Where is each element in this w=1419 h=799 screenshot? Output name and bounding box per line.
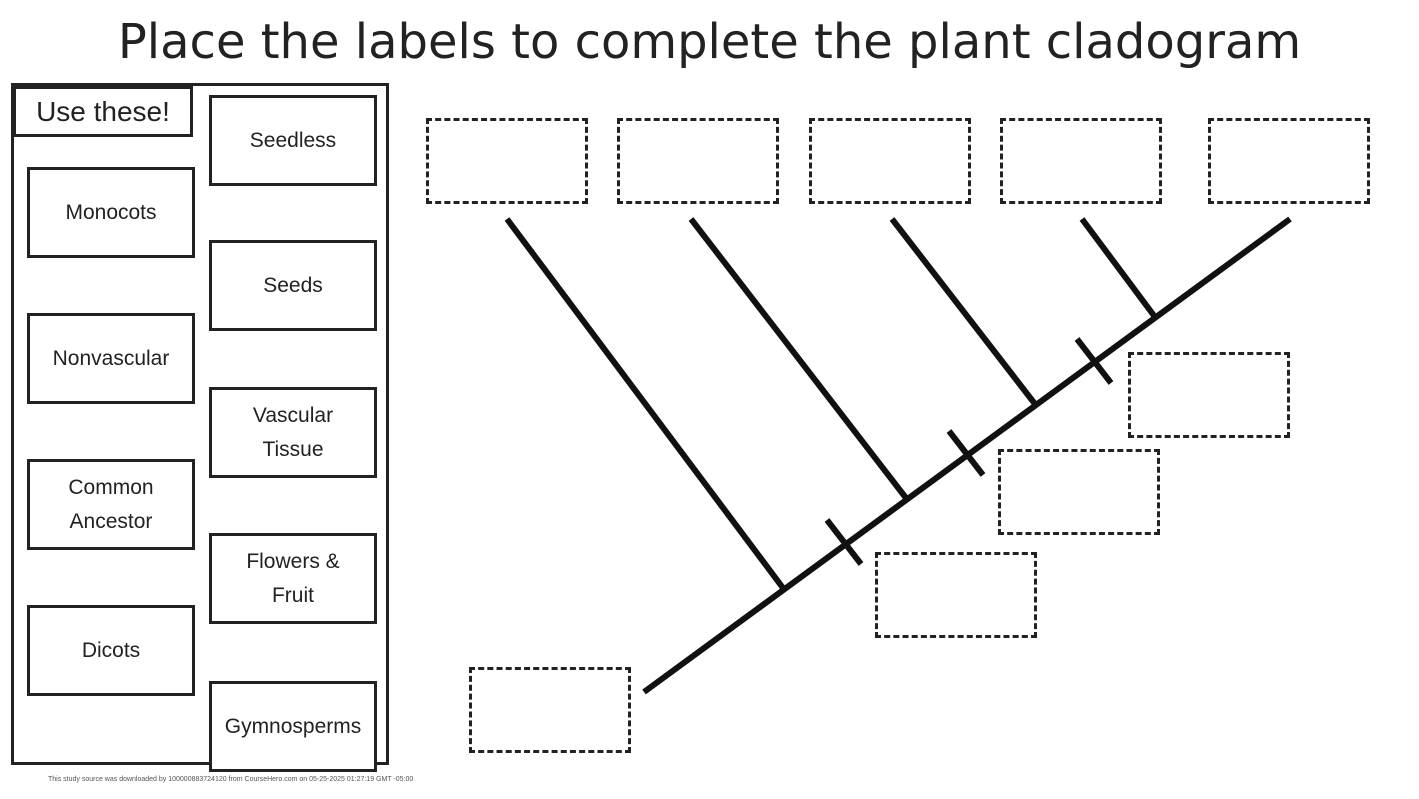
label-card-seedless[interactable]: Seedless [209,95,377,186]
word-bank-panel [11,83,389,765]
cladogram-branch-3 [889,217,1038,406]
drop-box-taxon-4[interactable] [1000,118,1162,204]
cladogram-branch-2 [688,217,909,500]
label-card-common-ancestor[interactable]: Common Ancestor [27,459,195,550]
cladogram-trait-mark-2 [946,429,986,477]
label-card-seeds[interactable]: Seeds [209,240,377,331]
label-card-vascular-tissue[interactable]: Vascular Tissue [209,387,377,478]
word-bank-header: Use these! [13,86,193,137]
drop-box-taxon-1[interactable] [426,118,588,204]
drop-box-trait-2[interactable] [998,449,1160,535]
label-card-flowers-fruit[interactable]: Flowers & Fruit [209,533,377,624]
drop-box-trait-1[interactable] [875,552,1037,638]
label-card-nonvascular[interactable]: Nonvascular [27,313,195,404]
cladogram-trait-mark-3 [1074,337,1114,385]
label-card-dicots[interactable]: Dicots [27,605,195,696]
drop-box-root[interactable] [469,667,631,753]
drop-box-taxon-2[interactable] [617,118,779,204]
drop-box-taxon-3[interactable] [809,118,971,204]
cladogram-branch-1 [504,217,786,590]
label-card-gymnosperms[interactable]: Gymnosperms [209,681,377,772]
page-title: Place the labels to complete the plant c… [117,14,1302,70]
label-card-monocots[interactable]: Monocots [27,167,195,258]
drop-box-taxon-5[interactable] [1208,118,1370,204]
cladogram-branch-4 [1079,217,1158,319]
download-watermark: This study source was downloaded by 1000… [48,776,414,783]
drop-box-trait-3[interactable] [1128,352,1290,438]
cladogram-trait-mark-1 [824,518,864,566]
